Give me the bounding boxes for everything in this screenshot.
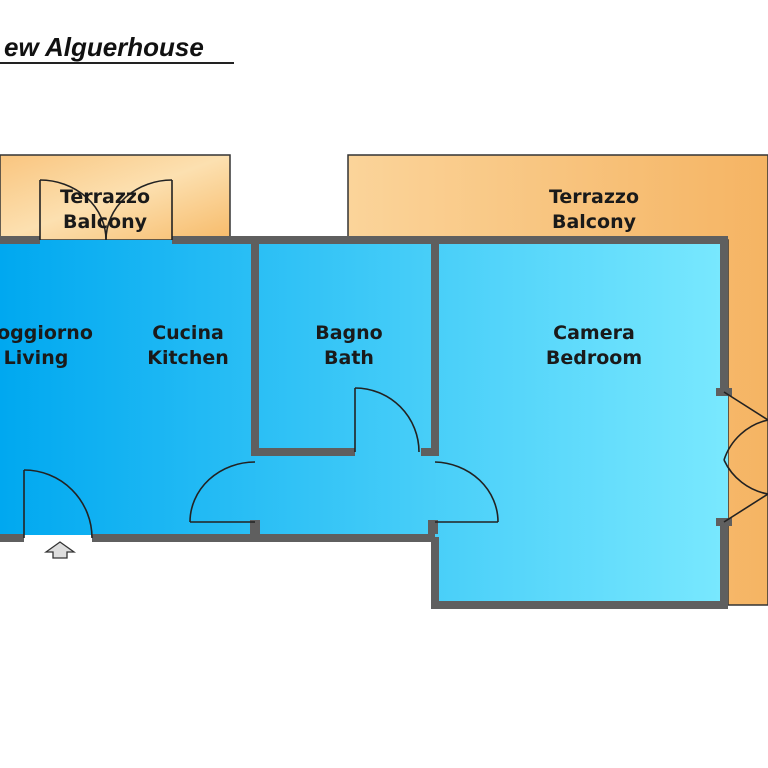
balcony-left xyxy=(0,154,231,241)
balcony-left-label-en: Balcony xyxy=(63,211,148,233)
balcony-left-label-it: Terrazzo xyxy=(60,186,150,208)
plan-title: ew Alguerhouse xyxy=(4,32,204,62)
kitchen-label-en: Kitchen xyxy=(147,347,229,369)
bedroom-label-it: Camera xyxy=(553,322,635,344)
kitchen-label-it: Cucina xyxy=(152,322,224,344)
bath-label-it: Bagno xyxy=(315,322,382,344)
bath-label-en: Bath xyxy=(324,347,374,369)
balcony-right-label-it: Terrazzo xyxy=(549,186,639,208)
living-label-it: oggiorno xyxy=(0,322,93,344)
door-swings xyxy=(23,179,768,539)
room-fills xyxy=(0,240,728,605)
entrance-arrow-icon xyxy=(43,541,77,559)
bedroom-label-en: Bedroom xyxy=(546,347,642,369)
walls xyxy=(0,236,728,609)
living-label-en: Living xyxy=(4,347,69,369)
balcony-right-label-en: Balcony xyxy=(552,211,637,233)
